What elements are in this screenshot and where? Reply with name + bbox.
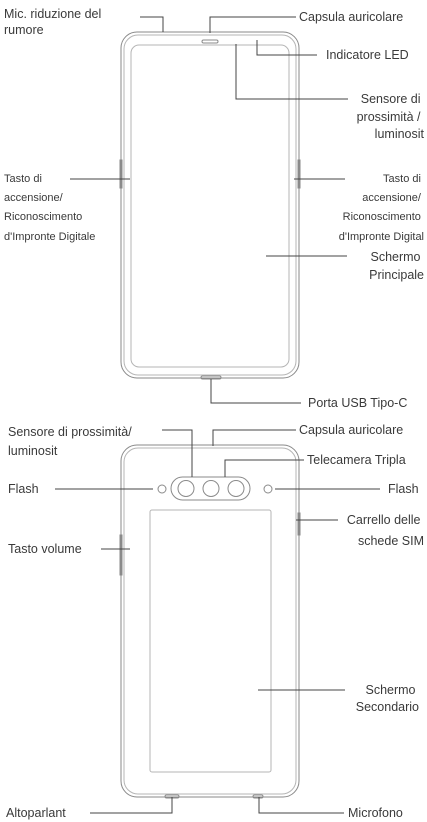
flash-left-icon [157, 484, 167, 494]
flash-right-icon [263, 484, 273, 494]
leader-mic [140, 16, 164, 32]
front-left-side-button [119, 159, 123, 189]
label-back-earpiece: Capsula auricolare [299, 423, 403, 437]
back-phone-bezel [123, 447, 297, 795]
label-main-screen: Schermo Principale [369, 250, 424, 282]
secondary-screen [149, 509, 272, 773]
camera-module [170, 476, 251, 501]
microphone-hole [252, 794, 264, 799]
camera-lens-3 [227, 480, 245, 497]
leader-back-sensor [162, 429, 193, 477]
label-volume: Tasto volume [8, 542, 82, 556]
label-mic: Mic. riduzione del rumore [4, 7, 105, 37]
leader-sensor [235, 44, 348, 100]
label-earpiece: Capsula auricolare [299, 10, 403, 24]
label-power-left: Tasto di accensione/ Riconoscimento d'Im… [4, 173, 95, 243]
leader-usb [210, 379, 301, 404]
label-secondary-screen: Schermo Secondario [356, 683, 419, 714]
back-phone [119, 444, 301, 799]
label-sensor: Sensore di prossimità / luminosit [357, 92, 425, 141]
camera-lens-2 [202, 480, 220, 497]
label-sim: Carrello delle schede SIM [347, 513, 424, 548]
leader-speaker [90, 797, 173, 814]
label-power-right: Tasto di accensione/ Riconoscimento d'Im… [339, 173, 424, 243]
back-labels: Sensore di prossimità/ luminosit Capsula… [6, 423, 424, 820]
front-earpiece-slot [201, 39, 219, 44]
sim-tray [297, 512, 301, 536]
front-phone-bezel [123, 34, 297, 376]
back-leaders [55, 429, 380, 814]
label-flash-right: Flash [388, 482, 419, 496]
front-labels: Mic. riduzione del rumore Capsula aurico… [4, 7, 425, 410]
back-phone-body [120, 444, 300, 798]
front-right-side-button [297, 159, 301, 189]
label-camera: Telecamera Tripla [307, 453, 406, 467]
front-phone-body [120, 31, 300, 379]
camera-lens-1 [177, 480, 195, 497]
label-usb: Porta USB Tipo-C [308, 396, 407, 410]
label-speaker: Altoparlant [6, 806, 66, 820]
leader-led [256, 40, 317, 56]
label-flash-left: Flash [8, 482, 39, 496]
label-microphone: Microfono [348, 806, 403, 820]
leader-back-earpiece [212, 429, 296, 446]
leader-microphone [258, 797, 344, 814]
front-main-screen [130, 44, 290, 368]
label-led: Indicatore LED [326, 48, 409, 62]
label-back-sensor: Sensore di prossimità/ luminosit [8, 425, 135, 458]
volume-button [119, 534, 123, 576]
front-leaders [70, 16, 348, 404]
leader-camera [224, 459, 304, 477]
front-phone [119, 31, 301, 380]
leader-earpiece [209, 16, 296, 33]
